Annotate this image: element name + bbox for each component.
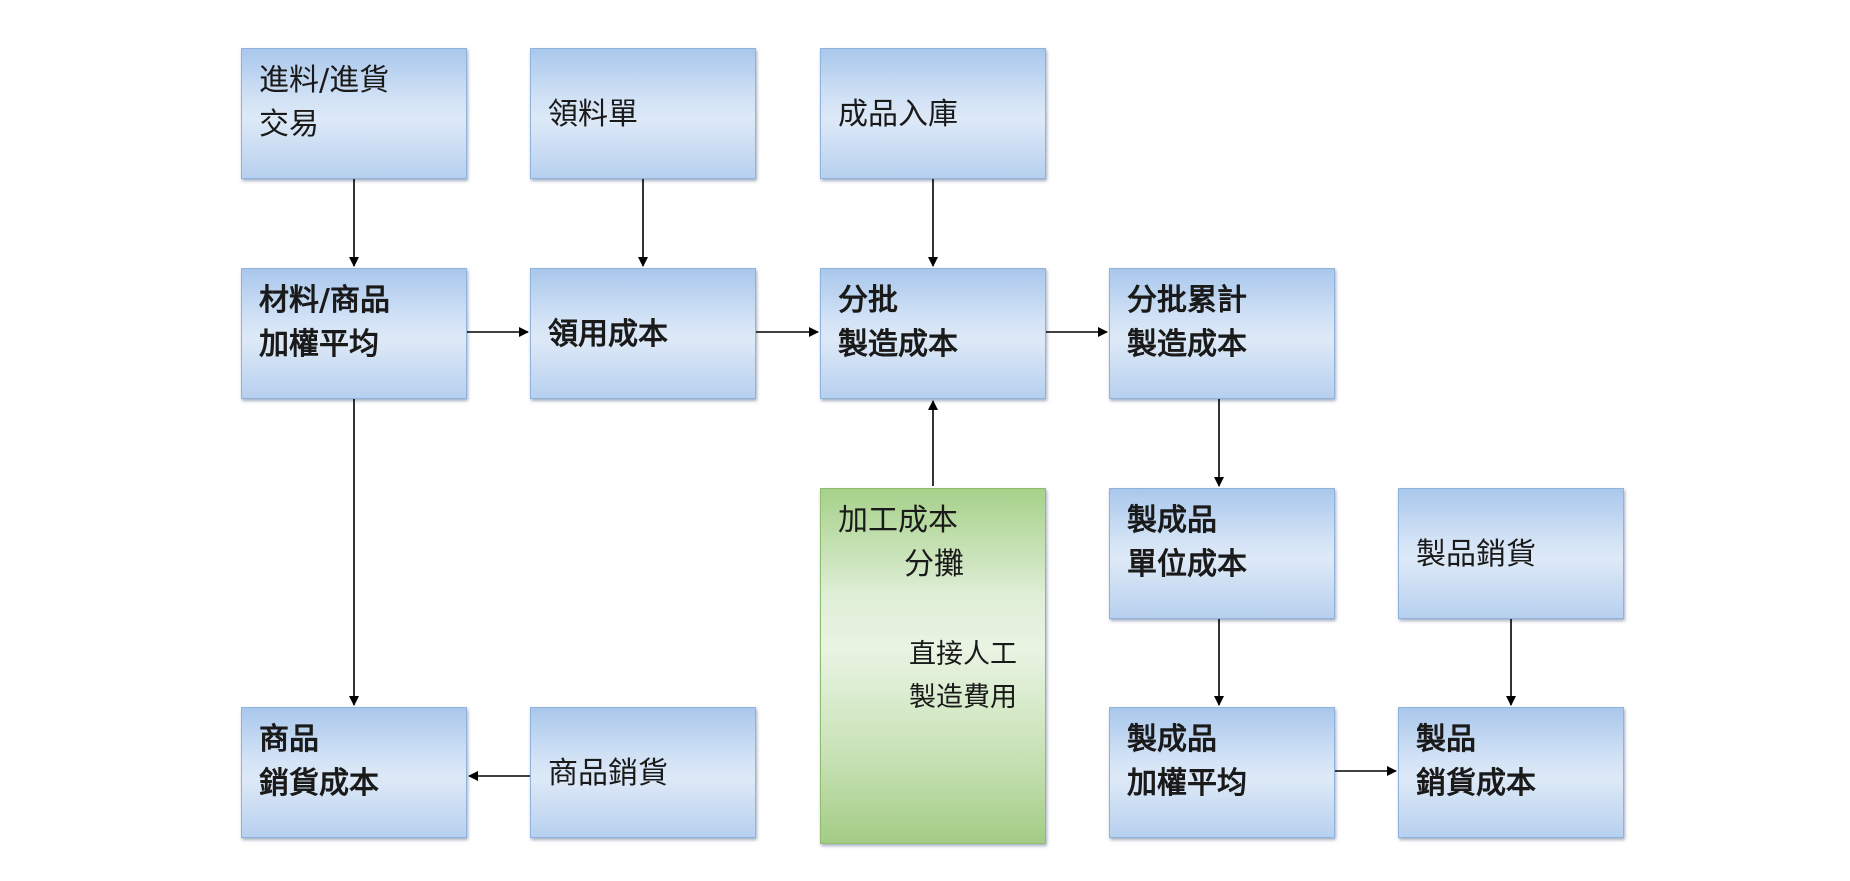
box-label: 商品 銷貨成本 (259, 722, 379, 801)
box-merchandise-sales: 商品銷貨 (530, 707, 756, 838)
labor-item-overhead: 製造費用 (909, 682, 1017, 713)
labor-item-direct-labor: 直接人工 (909, 639, 1017, 670)
box-merchandise-cogs: 商品 銷貨成本 (241, 707, 467, 838)
box-label: 製成品 單位成本 (1127, 503, 1247, 582)
box-weighted-average: 材料/商品 加權平均 (241, 268, 467, 399)
box-purchase-transaction: 進料/進貨 交易 (241, 48, 467, 179)
box-label: 製品銷貨 (1416, 537, 1536, 572)
box-label: 製成品 加權平均 (1127, 722, 1247, 801)
box-cumulative-cost: 分批累計 製造成本 (1109, 268, 1335, 399)
box-batch-cost: 分批 製造成本 (820, 268, 1046, 399)
labor-title-line1: 加工成本 (838, 503, 958, 538)
box-issue-cost: 領用成本 (530, 268, 756, 399)
box-label: 分批 製造成本 (838, 283, 958, 362)
box-label: 成品入庫 (838, 97, 958, 132)
box-label: 領料單 (548, 97, 638, 132)
box-finished-goods-in: 成品入庫 (820, 48, 1046, 179)
box-requisition: 領料單 (530, 48, 756, 179)
box-label: 商品銷貨 (548, 756, 668, 791)
box-label: 領用成本 (548, 317, 668, 352)
box-product-sales: 製品銷貨 (1398, 488, 1624, 619)
box-label: 材料/商品 加權平均 (259, 283, 390, 362)
box-label: 分批累計 製造成本 (1127, 283, 1247, 362)
box-label: 進料/進貨 交易 (259, 63, 390, 142)
box-label: 製品 銷貨成本 (1416, 722, 1536, 801)
box-unit-cost: 製成品 單位成本 (1109, 488, 1335, 619)
box-finished-goods-weighted: 製成品 加權平均 (1109, 707, 1335, 838)
box-product-cogs: 製品 銷貨成本 (1398, 707, 1624, 838)
labor-title-line2: 分攤 (904, 547, 964, 582)
box-processing-cost-allocation: 加工成本 分攤 直接人工 製造費用 (820, 488, 1046, 844)
